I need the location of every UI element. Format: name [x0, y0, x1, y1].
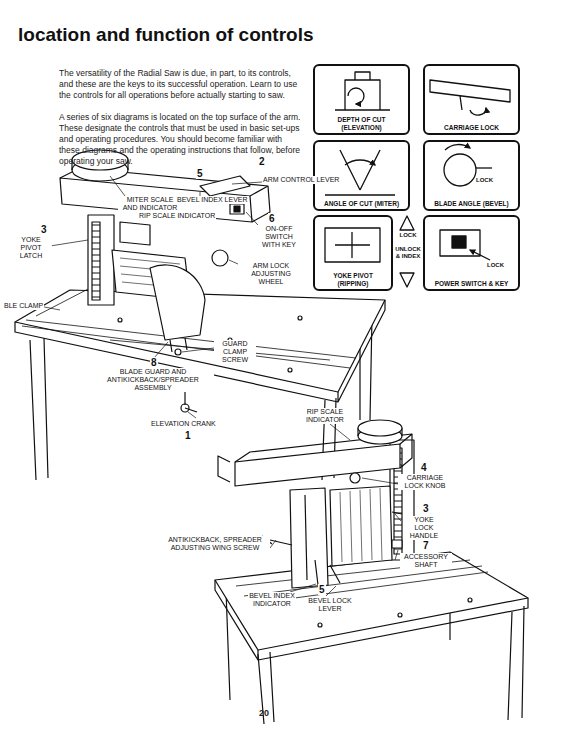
- part-label: BEVEL LOCK LEVER: [306, 597, 354, 613]
- part-label: RIP SCALE INDICATOR: [138, 212, 216, 220]
- callout-number: 2: [258, 156, 266, 167]
- part-label: ACCESSORY SHAFT: [400, 553, 452, 569]
- part-label: BLE CLAMP: [3, 302, 44, 310]
- body-paragraph: The versatility of the Radial Saw is due…: [58, 68, 305, 101]
- callout-number: 1: [184, 430, 192, 441]
- part-label: LOCK: [486, 262, 505, 269]
- leader-lines: [270, 424, 401, 596]
- part-label: GUARD CLAMP SCREW: [214, 340, 256, 364]
- part-label: LOCK: [475, 177, 494, 184]
- diagram-caption: BLADE ANGLE (BEVEL): [433, 200, 510, 208]
- part-label: YOKE PIVOT LATCH: [10, 236, 52, 260]
- part-label: LOCK: [396, 232, 420, 239]
- page-title: location and function of controls: [18, 24, 314, 46]
- part-label: ARM LOCK ADJUSTING WHEEL: [238, 262, 304, 286]
- body-paragraph: A series of six diagrams is located on t…: [58, 112, 305, 167]
- diagram-caption: ANGLE OF CUT (MITER): [323, 200, 400, 208]
- part-label: ARM CONTROL LEVER: [262, 176, 340, 184]
- part-label: ELEVATION CRANK: [150, 420, 217, 428]
- diagram-caption: CARRIAGE LOCK: [443, 124, 500, 132]
- callout-number: 7: [422, 540, 430, 551]
- callout-number: 3: [40, 224, 48, 235]
- part-label: ANTIKICKBACK, SPREADER ADJUSTING WING SC…: [160, 536, 270, 552]
- callout-number: 8: [150, 357, 158, 368]
- control-diagram-box: BLADE ANGLE (BEVEL): [423, 140, 520, 211]
- callout-number: 6: [268, 213, 276, 224]
- part-label: RIP SCALE INDICATOR: [300, 408, 350, 424]
- diagram-caption: POWER SWITCH & KEY: [434, 280, 510, 288]
- control-icons: [325, 72, 510, 287]
- callout-number: 5: [318, 584, 326, 595]
- part-label: MITER SCALE AND INDICATOR: [118, 196, 182, 212]
- diagram-caption: YOKE PIVOT (RIPPING): [318, 272, 388, 287]
- part-label: BEVEL INDEX INDICATOR: [248, 592, 296, 608]
- lower-saw: [215, 420, 528, 724]
- leader-lines: [34, 176, 268, 418]
- control-diagram-box: CARRIAGE LOCK: [423, 64, 520, 135]
- callout-number: 3: [422, 503, 430, 514]
- page-number: 20: [258, 708, 270, 719]
- part-label: ON-OFF SWITCH WITH KEY: [256, 225, 302, 249]
- control-diagram-box: YOKE PIVOT (RIPPING): [313, 215, 393, 291]
- callout-number: 5: [196, 168, 204, 179]
- control-diagram-box: DEPTH OF CUT (ELEVATION): [313, 64, 410, 135]
- part-label: BLADE GUARD AND ANTIKICKBACK/SPREADER AS…: [92, 368, 214, 392]
- part-label: YOKE LOCK HANDLE: [403, 516, 445, 540]
- part-label: UNLOCK & INDEX: [394, 246, 422, 260]
- diagram-caption: DEPTH OF CUT (ELEVATION): [318, 116, 405, 131]
- part-label: CARRIAGE LOCK KNOB: [398, 474, 452, 490]
- control-diagram-box: POWER SWITCH & KEY: [423, 215, 520, 291]
- callout-number: 4: [420, 462, 428, 473]
- part-label: BEVEL INDEX LEVER: [176, 196, 249, 204]
